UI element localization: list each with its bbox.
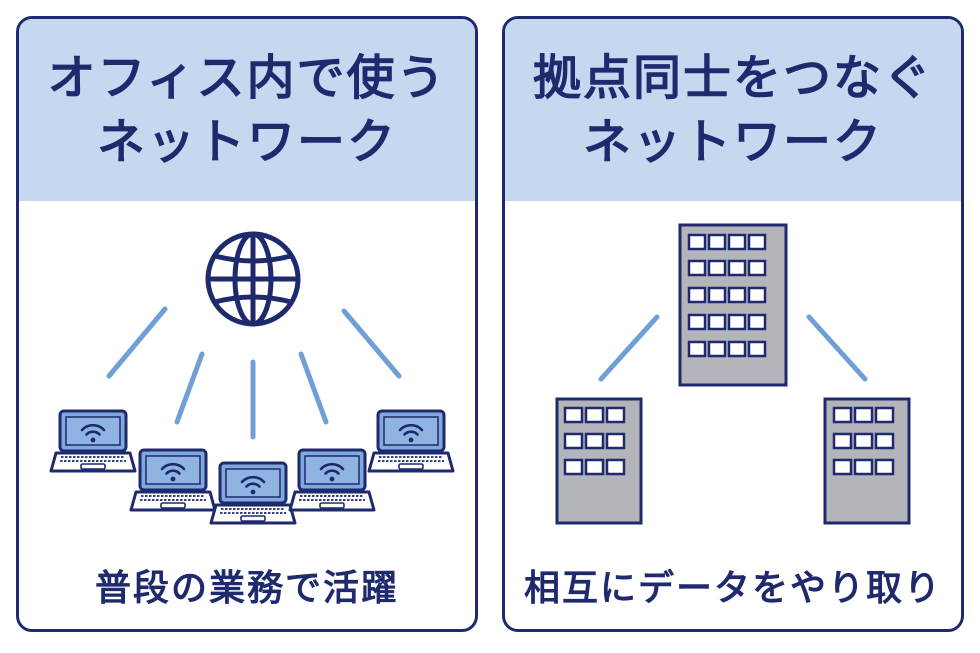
- office-network-diagram: [49, 231, 455, 525]
- office-network-caption: 普段の業務で活躍: [94, 568, 399, 609]
- laptop-wifi-icon: [288, 448, 376, 512]
- site-network-diagram: [555, 223, 911, 525]
- building-icon: [678, 223, 788, 387]
- office-network-header: オフィス内で使う ネットワーク: [19, 19, 475, 201]
- office-network-panel: オフィス内で使う ネットワーク: [16, 16, 478, 632]
- site-network-title-line-1: 拠点同士をつなぐ: [532, 50, 933, 106]
- office-link-line-5: [341, 308, 402, 379]
- site-network-panel: 拠点同士をつなぐ ネットワーク: [502, 16, 964, 632]
- office-link-line-2: [174, 351, 205, 425]
- site-link-line-right: [806, 314, 868, 382]
- office-network-title-line-2: ネットワーク: [96, 114, 397, 170]
- laptop-wifi-icon: [49, 409, 137, 473]
- building-icon: [823, 397, 911, 525]
- globe-icon: [205, 231, 301, 327]
- site-link-line-left: [598, 314, 660, 382]
- laptop-wifi-icon: [209, 461, 297, 525]
- laptop-wifi-icon: [367, 409, 455, 473]
- office-link-line-1: [106, 306, 168, 379]
- office-network-title-line-1: オフィス内で使う: [47, 50, 447, 106]
- building-icon: [555, 397, 643, 525]
- site-network-title-line-2: ネットワーク: [582, 114, 883, 170]
- laptop-wifi-icon: [129, 448, 217, 512]
- site-network-caption: 相互にデータをやり取り: [523, 568, 942, 609]
- office-link-line-4: [298, 351, 329, 425]
- site-network-header: 拠点同士をつなぐ ネットワーク: [505, 19, 961, 201]
